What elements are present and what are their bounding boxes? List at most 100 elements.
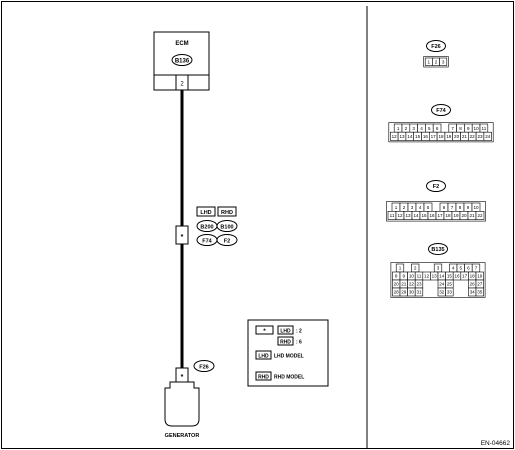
generator-unit: * F26 GENERATOR (164, 360, 215, 439)
connector-pin-number: 14 (413, 213, 419, 218)
connector-pin-number: 33 (447, 290, 453, 295)
connector-pin-number: 30 (409, 290, 415, 295)
connector-pin-number: 21 (469, 213, 475, 218)
joint-oval-f2 (216, 234, 238, 246)
connector-pin-number: 12 (397, 213, 403, 218)
connector-pin-number: 11 (482, 126, 487, 131)
connector-pin-number: 13 (399, 134, 405, 139)
legend-rhd-tag: RHD (280, 339, 291, 345)
ecm-title: ECM (175, 41, 188, 47)
connector-pin-number: 14 (439, 274, 445, 279)
ecm-connector-oval (171, 54, 193, 66)
connector-pin-number: 13 (432, 274, 438, 279)
connector-pin-number: 23 (477, 134, 483, 139)
connector-pin-cell (475, 211, 485, 220)
connector-pin-number: 8 (459, 205, 462, 210)
connector-pin-number: 24 (485, 134, 491, 139)
connector-b135-oval (428, 243, 448, 255)
connector-pin-number: 23 (416, 282, 422, 287)
legend-lhd-model: LHD MODEL (274, 353, 304, 359)
joint-rhd-tag: RHD (221, 210, 233, 216)
connector-pin-number: 19 (477, 274, 483, 279)
ecm-unit: ECM B136 2 (153, 31, 210, 91)
connector-pin-number: 7 (451, 205, 454, 210)
connector-pin-number: 3 (411, 205, 414, 210)
connector-pin-number: 8 (395, 274, 398, 279)
connector-pin-number: 11 (417, 274, 422, 279)
connector-pin-number: 19 (453, 213, 459, 218)
connector-f74-oval (431, 104, 451, 116)
connector-pin-number: 18 (470, 274, 476, 279)
connector-pin-number: 15 (421, 213, 427, 218)
legend-rhd-model-tag: RHD (258, 374, 269, 380)
connector-f26-label: F26 (431, 44, 440, 50)
connector-pin-number: 11 (390, 213, 395, 218)
connector-pin-number: 26 (470, 282, 476, 287)
legend-star: * (263, 328, 266, 335)
connector-pin-number: 18 (445, 213, 451, 218)
connector-pin-number: 20 (394, 282, 400, 287)
connector-pin-number: 5 (427, 205, 430, 210)
connector-pin-number: 32 (439, 290, 445, 295)
connector-pin-number: 22 (477, 213, 483, 218)
connector-pin-cell (475, 287, 484, 297)
connector-pin-number: 18 (438, 134, 444, 139)
joint-lhd-tag: LHD (200, 210, 211, 216)
connector-pin-number: 15 (447, 274, 453, 279)
connector-pin-number: 1 (395, 205, 398, 210)
connector-pin-number: 8 (459, 126, 462, 131)
connector-b135-label: B135 (431, 247, 444, 253)
connector-pin-cell (414, 287, 424, 297)
connector-pin-number: 9 (467, 205, 470, 210)
connector-pin-number: 2 (405, 126, 408, 131)
connector-pin-number: 4 (452, 266, 455, 271)
connector-pin-number: 5 (428, 126, 431, 131)
connector-pin-number: 4 (419, 205, 422, 210)
connector-b135-outline (390, 262, 486, 298)
joint-connector-f2: F2 (224, 239, 230, 245)
connector-pin-number: 7 (451, 126, 454, 131)
connector-pin-number: 1 (397, 126, 400, 131)
connector-pin-number: 17 (437, 213, 443, 218)
joint-oval-b100 (216, 220, 238, 232)
connector-pin-number: 9 (403, 274, 406, 279)
connector-pin-number: 28 (394, 290, 400, 295)
connector-pin-number: 21 (462, 134, 468, 139)
connector-f2-outline (386, 201, 486, 222)
connector-pin-number: 22 (409, 282, 415, 287)
joint-connector-f74: F74 (202, 239, 212, 245)
connector-pin-number: 31 (416, 290, 422, 295)
connector-pin-number: 12 (424, 274, 430, 279)
connector-f26-oval (426, 40, 446, 52)
connector-f74-label: F74 (436, 108, 446, 114)
connector-f74-outline (388, 122, 494, 143)
connector-pin-number: 6 (436, 126, 439, 131)
connector-pin-number: 5 (460, 266, 463, 271)
connector-pin-cell (483, 131, 492, 141)
connector-pin-number: 2 (435, 59, 438, 64)
connector-pin-number: 17 (462, 274, 468, 279)
connector-pin-number: 2 (414, 266, 417, 271)
connector-pin-number: 35 (477, 290, 483, 295)
connector-pin-number: 16 (423, 134, 429, 139)
legend-lhd-tag: LHD (280, 328, 291, 334)
legend-rhd-pin: : 6 (296, 339, 302, 345)
legend-lhd-model-tag: LHD (258, 353, 269, 359)
connector-pin-number: 27 (477, 282, 483, 287)
legend-box: * LHD : 2 RHD : 6 LHD LHD MODEL RHD RHD … (247, 319, 329, 387)
connector-f2-oval (426, 180, 446, 192)
legend-lhd-pin: : 2 (296, 328, 302, 334)
connector-pin-number: 13 (405, 213, 411, 218)
joint-connector-b100: B100 (220, 225, 233, 231)
connector-pin-cell (445, 287, 454, 297)
connector-pin-number: 15 (415, 134, 421, 139)
connector-pin-number: 3 (412, 126, 415, 131)
connector-pin-number: 25 (447, 282, 453, 287)
connector-f26-outline (423, 56, 449, 68)
joint-connector: * LHD RHD B200 B100 F74 F2 (175, 206, 238, 246)
connector-f2-label: F2 (433, 184, 439, 190)
connector-pin-number: 4 (420, 126, 423, 131)
